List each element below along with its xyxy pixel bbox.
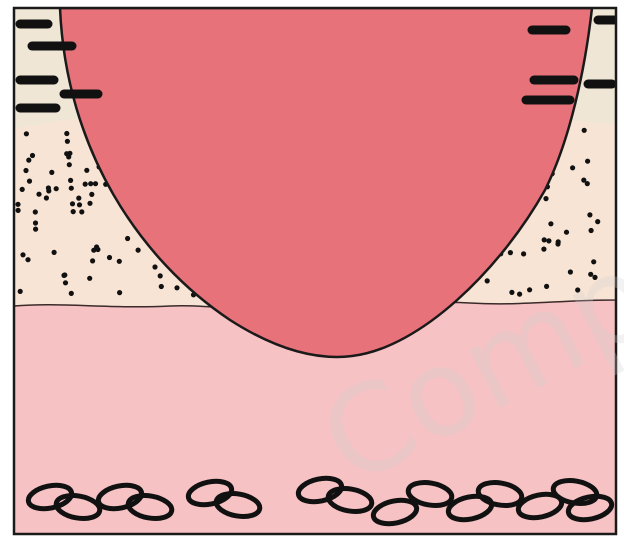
texture-dot [84,168,89,173]
texture-dot [117,290,122,295]
texture-dot [548,221,553,226]
texture-dot [543,196,548,201]
texture-dot [25,257,30,262]
texture-dot [174,285,179,290]
texture-dot [71,209,76,214]
texture-dot [54,186,59,191]
texture-dot [33,209,38,214]
texture-dot [509,290,514,295]
texture-dot [544,284,549,289]
texture-dot [546,238,551,243]
texture-dot [18,289,23,294]
texture-dot [68,178,73,183]
texture-dot [61,273,66,278]
texture-dot [90,258,95,263]
texture-dot [33,227,38,232]
texture-dot [541,247,546,252]
texture-dot [24,131,29,136]
texture-dot [588,272,593,277]
texture-dot [591,259,596,264]
texture-dot [93,181,98,186]
texture-dot [15,202,20,207]
texture-dot [89,192,94,197]
texture-dot [521,251,526,256]
texture-dot [582,128,587,133]
texture-dot [555,241,560,246]
texture-dot [20,187,25,192]
texture-dot [152,264,157,269]
texture-dot [587,212,592,217]
texture-dot [49,170,54,175]
texture-dot [592,275,597,280]
texture-dot [44,195,49,200]
texture-dot [136,248,141,253]
texture-dot [69,291,74,296]
texture-dot [65,139,70,144]
texture-dot [88,181,93,186]
texture-dot [16,208,21,213]
texture-dot [575,287,580,292]
texture-dot [159,284,164,289]
texture-dot [76,196,81,201]
texture-dot [589,228,594,233]
texture-dot [107,255,112,260]
texture-dot [64,131,69,136]
texture-dot [26,158,31,163]
texture-dot [517,292,522,297]
texture-dot [125,236,130,241]
texture-dot [67,162,72,167]
texture-dot [36,192,41,197]
texture-dot [63,280,68,285]
texture-dot [581,178,586,183]
texture-dot [485,278,490,283]
texture-dot [27,179,32,184]
texture-dot [70,201,75,206]
texture-dot [83,182,88,187]
texture-dot [570,165,575,170]
texture-dot [527,287,532,292]
texture-dot [94,244,99,249]
texture-dot [585,159,590,164]
texture-dot [64,151,69,156]
texture-dot [23,168,28,173]
texture-dot [568,269,573,274]
texture-dot [79,209,84,214]
texture-dot [87,201,92,206]
texture-dot [46,185,51,190]
texture-dot [117,259,122,264]
texture-dot [30,153,35,158]
texture-dot [33,220,38,225]
texture-dot [595,219,600,224]
texture-dot [69,186,74,191]
texture-dot [158,273,163,278]
texture-dot [508,250,513,255]
texture-dot [20,252,25,257]
texture-dot [87,276,92,281]
texture-dot [77,202,82,207]
texture-dot [564,230,569,235]
texture-dot [542,237,547,242]
texture-dot [52,250,57,255]
